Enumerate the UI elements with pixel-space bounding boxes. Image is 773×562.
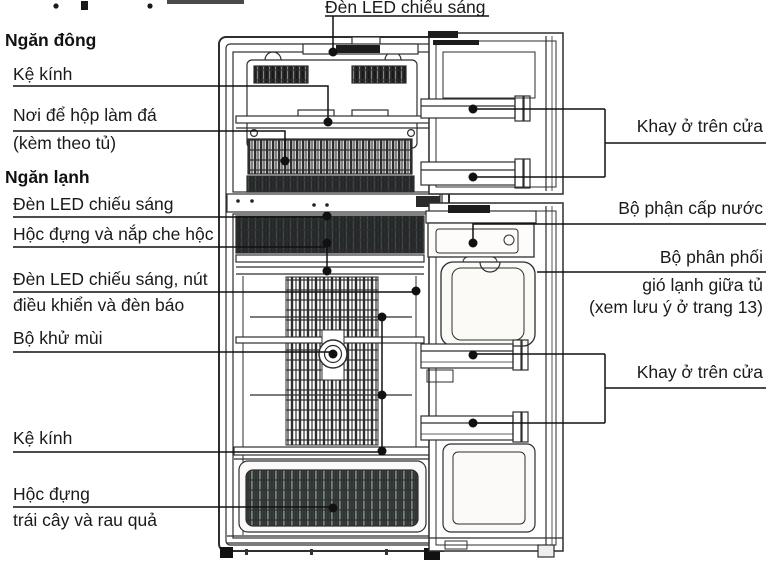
section-header-fridge: Ngăn lạnh: [5, 167, 90, 187]
freezer-compartment: [226, 36, 441, 213]
callout-led-controls-line1: Đèn LED chiếu sáng, nút: [13, 269, 208, 289]
callout-air-distributor-line3: (xem lưu ý ở trang 13): [589, 297, 763, 317]
door-foot: [537, 544, 555, 558]
callout-led-controls-line2: điều khiển và đèn báo: [13, 295, 185, 315]
door-hinge: [416, 196, 440, 207]
fridge-drawer-with-cover: [235, 215, 425, 254]
callout-fridge-led: Đèn LED chiếu sáng: [13, 194, 174, 214]
freezer-door: [416, 31, 564, 207]
freezer-vent-right: [351, 65, 407, 84]
callout-air-distributor-line1: Bộ phân phối: [659, 247, 763, 267]
callout-fridge-glass-shelf: Kệ kính: [13, 428, 73, 448]
callout-water-supply: Bộ phận cấp nước: [618, 198, 763, 218]
fridge-compartment: [220, 213, 440, 560]
freezer-glass-shelf: [235, 115, 435, 124]
callout-deodorizer: Bộ khử mùi: [13, 328, 103, 348]
section-header-freezer: Ngăn đông: [5, 30, 97, 50]
callout-drawer-and-cover: Hộc đựng và nắp che hộc: [13, 224, 214, 244]
fridge-glass-shelf-lower: [233, 446, 433, 456]
freezer-vent-left: [253, 65, 309, 84]
freezer-door-tray-2: [420, 158, 531, 189]
callout-freezer-glass-shelf: Kệ kính: [13, 64, 73, 84]
callout-top-led-label: Đèn LED chiếu sáng: [325, 0, 486, 17]
callout-fruit-drawer-line1: Hộc đựng: [13, 484, 90, 504]
callout-ice-box-line2: (kèm theo tủ): [13, 133, 117, 153]
callout-door-tray-bottom: Khay ở trên cửa: [636, 362, 763, 382]
callout-air-distributor-line2: gió lạnh giữa tủ: [642, 275, 763, 295]
callout-ice-box-line1: Nơi để hộp làm đá: [13, 105, 157, 125]
water-supply-unit: [425, 205, 537, 268]
air-distribution-bin: [440, 261, 536, 347]
fridge-door-lower-panel: [442, 443, 536, 533]
cropped-heading-remnant: [53, 0, 244, 10]
callout-dots: [280, 47, 478, 513]
divider: [226, 193, 441, 213]
fridge-door-tray-1: [420, 339, 529, 371]
back-panel-ribs: [285, 276, 379, 446]
cabinet-feet: [220, 547, 440, 560]
callout-door-tray-top: Khay ở trên cửa: [636, 116, 763, 136]
fridge-door: [420, 202, 564, 558]
callout-fruit-drawer-line2: trái cây và rau quả: [13, 510, 157, 530]
ice-box-area: [247, 138, 413, 175]
callout-leader-lines: [13, 15, 766, 513]
